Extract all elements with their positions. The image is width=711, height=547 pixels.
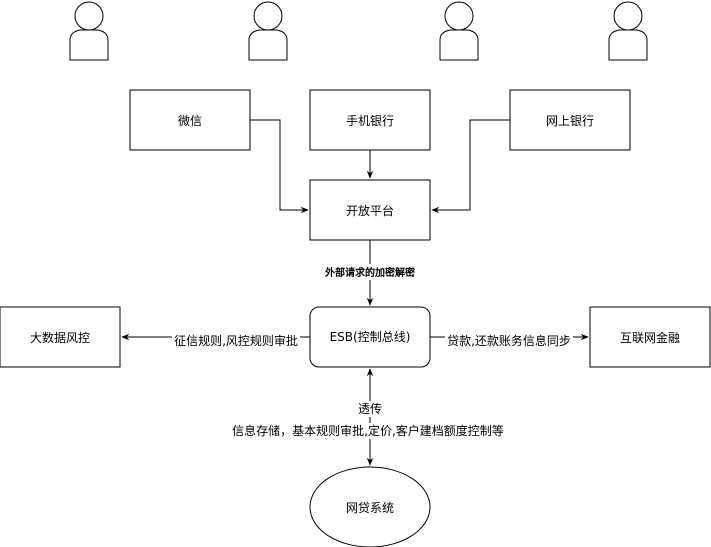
node-esb: ESB(控制总线) <box>309 306 431 368</box>
edge-esb-loan-label-line1: 透传 <box>358 401 382 416</box>
node-online-bank-label: 网上银行 <box>546 114 594 128</box>
node-online-bank: 网上银行 <box>509 89 631 151</box>
user-icon-4 <box>608 1 648 61</box>
node-wechat: 微信 <box>129 89 251 151</box>
node-big-data-risk: 大数据风控 <box>0 306 121 368</box>
node-internet-finance: 互联网金融 <box>589 306 711 368</box>
edge-online-to-open <box>431 119 510 214</box>
node-mobile-bank-label: 手机银行 <box>346 114 394 128</box>
node-open-platform: 开放平台 <box>309 179 431 241</box>
edge-esb-to-finance-label: 贷款,还款账务信息同步 <box>447 333 571 348</box>
edge-esb-to-risk-label: 征信规则,风控规则审批 <box>174 333 298 348</box>
user-icon-1 <box>69 1 109 61</box>
node-wechat-label: 微信 <box>178 114 202 128</box>
node-loan-system-label: 网贷系统 <box>346 501 394 515</box>
node-loan-system: 网贷系统 <box>309 466 431 547</box>
node-open-platform-label: 开放平台 <box>346 203 394 218</box>
node-mobile-bank: 手机银行 <box>309 89 431 151</box>
edge-esb-loan-label-line2: 信息存储，基本规则审批,定价,客户建档额度控制等 <box>232 423 504 438</box>
node-big-data-risk-label: 大数据风控 <box>30 330 90 345</box>
user-icon-2 <box>248 1 288 61</box>
user-icon-3 <box>439 1 479 61</box>
node-internet-finance-label: 互联网金融 <box>620 330 680 345</box>
node-esb-label: ESB(控制总线) <box>330 330 411 344</box>
edge-open-to-esb-label: 外部请求的加密解密 <box>324 266 415 279</box>
edge-wechat-to-open <box>250 119 309 214</box>
